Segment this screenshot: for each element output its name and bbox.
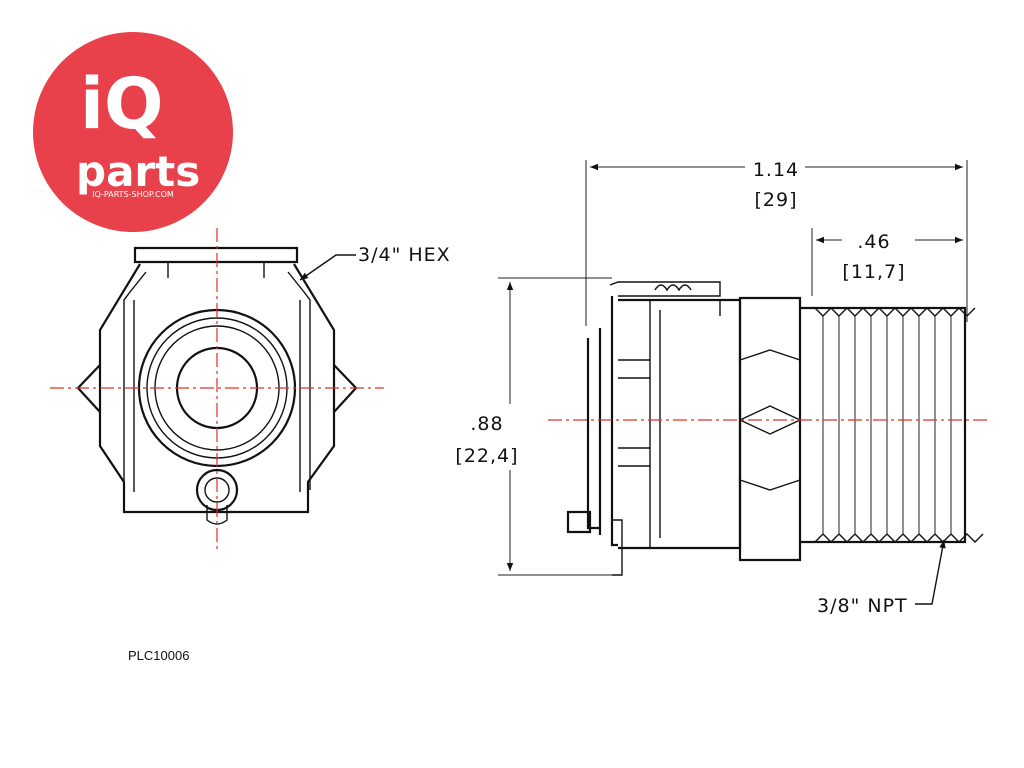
npt-label: 3/8" NPT	[817, 595, 908, 617]
front-latch-top	[133, 246, 299, 264]
dim-overall-in: 1.14	[753, 159, 799, 181]
side-thread-envelope	[800, 306, 967, 544]
hex-leader	[299, 254, 356, 281]
side-thread-roots	[822, 316, 952, 534]
front-latch-legs	[167, 262, 265, 278]
dim-thread-in: .46	[857, 231, 890, 253]
side-thread-top	[814, 307, 976, 317]
side-view: 1.14 [29] .46 [11,7] .88 [22,4] 3/8" NPT	[455, 150, 990, 617]
logo-badge	[33, 32, 233, 232]
dim-thread-mm: [11,7]	[842, 261, 905, 283]
side-body-grooves	[618, 359, 650, 467]
iq-parts-logo: iQ parts IQ-PARTS-SHOP.COM	[33, 32, 233, 232]
logo-parts-text: parts	[76, 147, 200, 196]
part-number: PLC10006	[128, 648, 190, 663]
side-lock-tab	[612, 519, 623, 576]
dim-height-in: .88	[470, 413, 503, 435]
side-hex	[738, 296, 802, 562]
side-hex-facets	[739, 349, 801, 491]
side-thread-bottom	[814, 533, 984, 543]
side-lock-button	[566, 510, 592, 534]
side-latch-top	[609, 281, 721, 297]
npt-leader	[915, 539, 946, 605]
logo-website-text: IQ-PARTS-SHOP.COM	[92, 190, 174, 199]
dim-height-mm: [22,4]	[455, 445, 518, 467]
logo-iq-text: iQ	[80, 63, 164, 145]
front-body-inner	[123, 271, 311, 490]
side-body-inner	[649, 300, 661, 548]
side-body	[618, 298, 742, 550]
side-spring	[654, 284, 721, 316]
hex-label: 3/4" HEX	[358, 244, 451, 266]
side-latch-edge	[610, 296, 618, 547]
front-body-ribs	[133, 300, 301, 492]
side-face	[586, 328, 602, 535]
front-view: 3/4" HEX	[50, 228, 451, 552]
dim-overall-mm: [29]	[754, 189, 797, 211]
